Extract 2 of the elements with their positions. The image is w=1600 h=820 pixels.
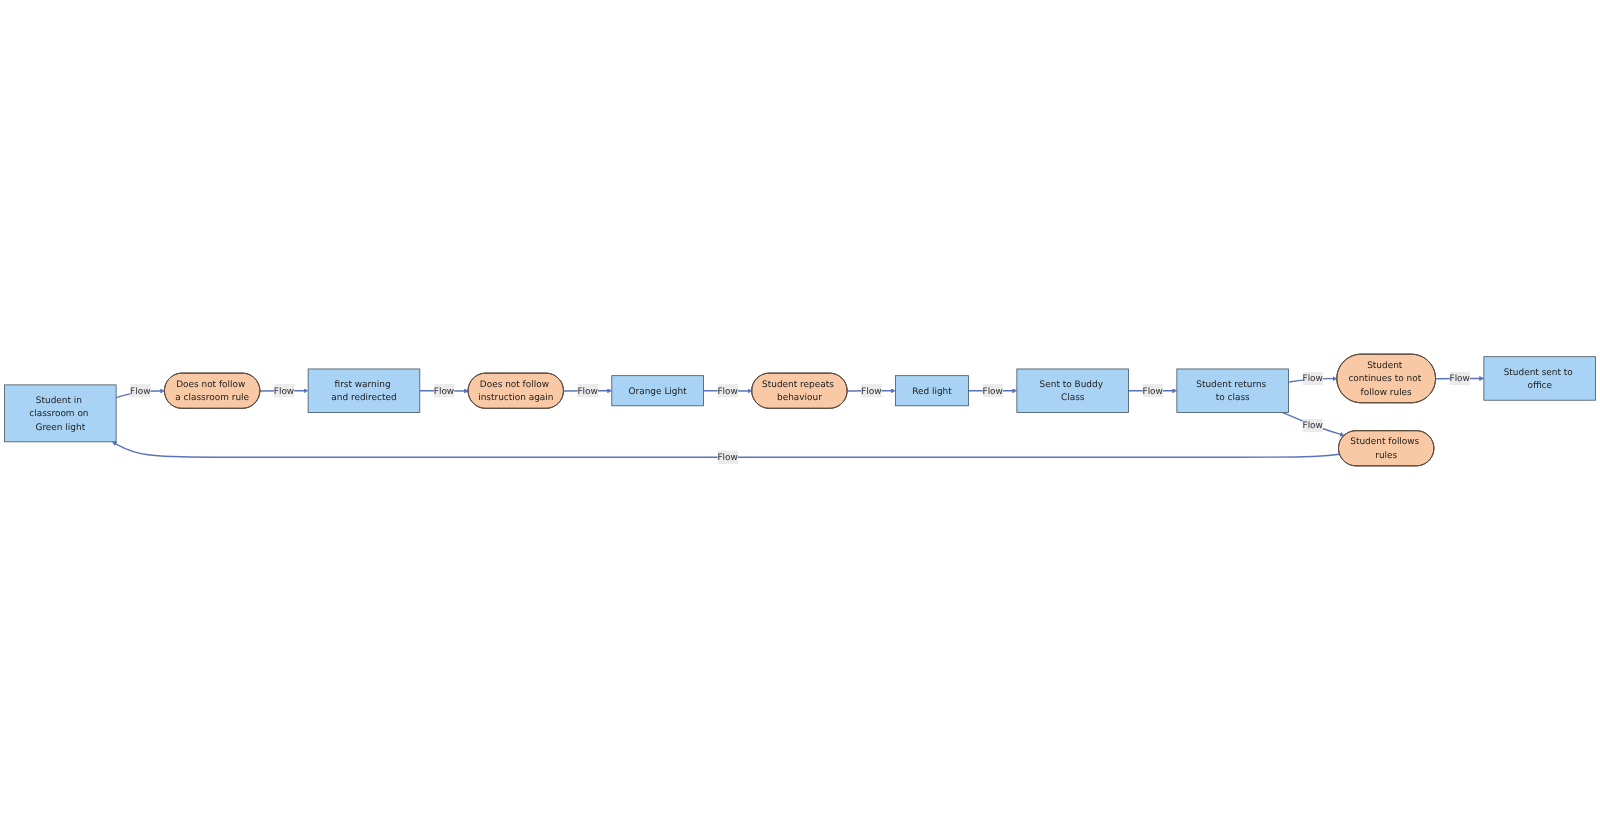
arrow: [1281, 411, 1345, 437]
arrow: [112, 441, 1341, 458]
